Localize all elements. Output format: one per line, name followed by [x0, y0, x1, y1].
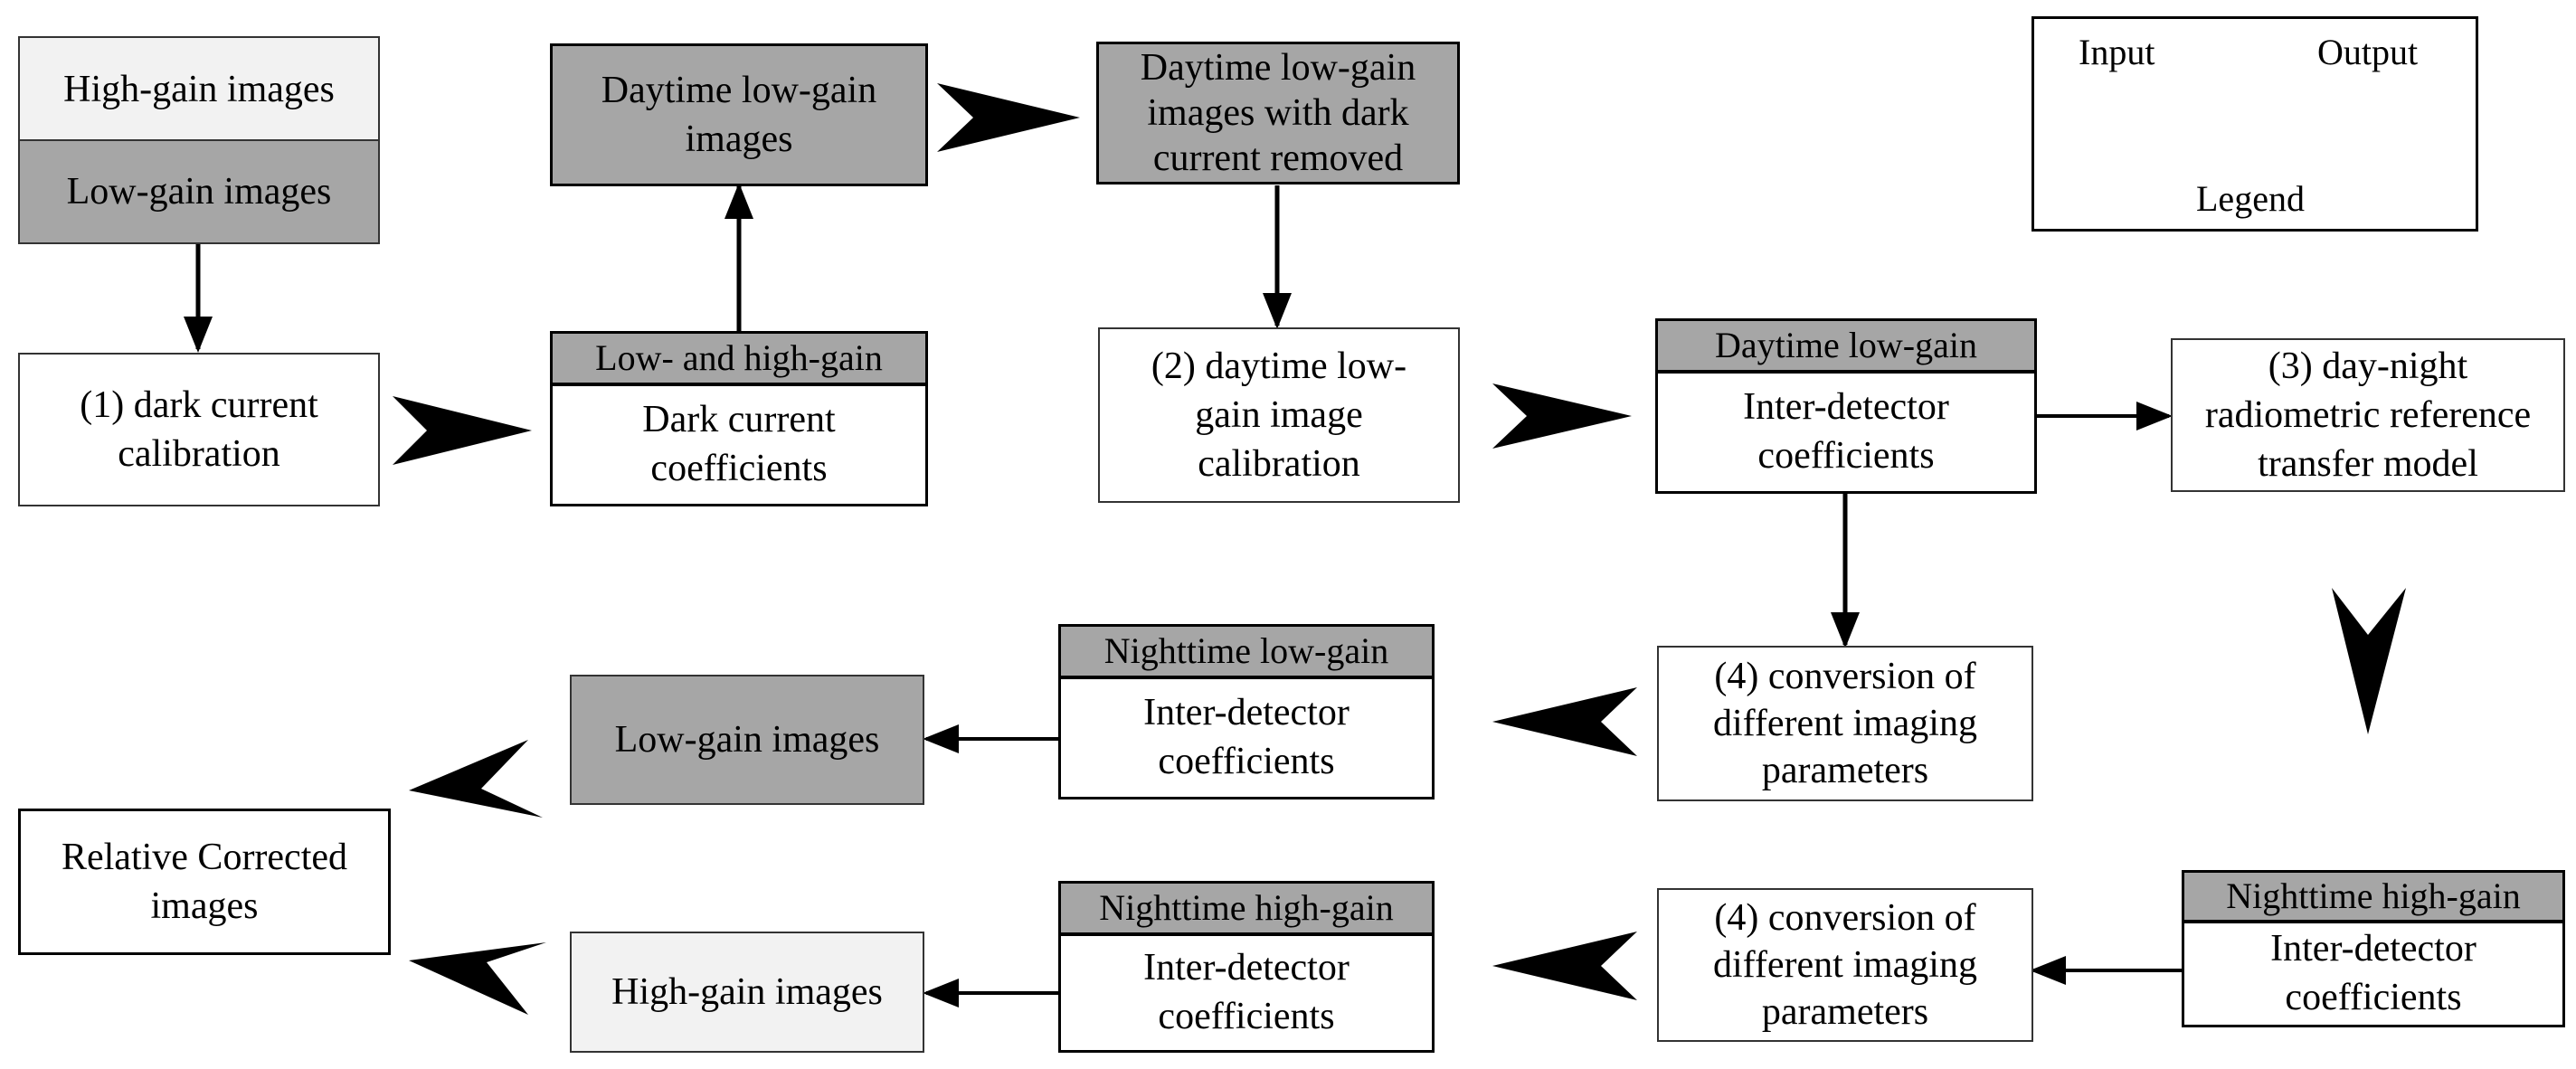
legend-input-label: Input: [2079, 32, 2155, 72]
input-low-gain-images: Low-gain images: [18, 139, 380, 244]
dark-current-coefficients: Low- and high-gain Dark current coeffici…: [550, 331, 928, 506]
daytime-low-gain-images: Daytime low-gain images: [550, 43, 928, 186]
daytime-images-dark-removed: Daytime low-gain images with dark curren…: [1096, 42, 1460, 184]
chevron-low-images-to-relative: [409, 740, 543, 818]
legend-box: [2031, 16, 2478, 232]
legend-caption: Legend: [2196, 178, 2305, 219]
step2-label: (2) daytime low-gain image calibration: [1151, 345, 1407, 485]
chevron-daytime-images-to-removed: [937, 83, 1080, 152]
night-high-right-header: Nighttime high-gain: [2184, 873, 2562, 923]
chevron-step1-to-darkcurrent: [393, 396, 532, 465]
relative-label: Relative Corrected images: [61, 837, 348, 927]
step4-high-label: (4) conversion of different imaging para…: [1713, 897, 1977, 1033]
step1-label: (1) dark current calibration: [80, 384, 318, 475]
dark-current-header: Low- and high-gain: [553, 334, 925, 386]
daytime-coeff-header: Daytime low-gain: [1658, 321, 2034, 374]
legend-output-label: Output: [2317, 32, 2419, 72]
input-high-gain-images: High-gain images: [18, 36, 380, 141]
high-gain-images-result: High-gain images: [570, 932, 924, 1053]
relative-corrected-images: Relative Corrected images: [18, 809, 391, 955]
night-low-header: Nighttime low-gain: [1061, 627, 1432, 679]
dark-current-body: Dark current coefficients: [642, 399, 836, 489]
input-low-gain-label: Low-gain images: [66, 171, 332, 213]
low-gain-result-label: Low-gain images: [614, 719, 880, 761]
step4-low-label: (4) conversion of different imaging para…: [1713, 656, 1977, 791]
nighttime-high-gain-coefficients-right: Nighttime high-gain Inter-detector coeff…: [2182, 870, 2565, 1027]
daytime-inter-detector-coefficients: Daytime low-gain Inter-detector coeffici…: [1655, 318, 2037, 494]
chevron-step4-low-to-night-low: [1492, 687, 1637, 756]
daytime-removed-label: Daytime low-gain images with dark curren…: [1140, 47, 1416, 179]
night-high-body: Inter-detector coefficients: [1143, 947, 1350, 1037]
step4-conversion-low: (4) conversion of different imaging para…: [1657, 646, 2033, 801]
daytime-coeff-body: Inter-detector coefficients: [1743, 386, 1949, 477]
input-high-gain-label: High-gain images: [63, 69, 335, 110]
chevron-step2-to-daytime-coeff: [1492, 383, 1632, 449]
chevron-step4-high-to-night-high: [1492, 932, 1637, 1000]
night-low-body: Inter-detector coefficients: [1143, 692, 1350, 782]
night-high-header: Nighttime high-gain: [1061, 884, 1432, 936]
daytime-images-label: Daytime low-gain images: [601, 70, 877, 160]
step4-conversion-high: (4) conversion of different imaging para…: [1657, 888, 2033, 1042]
step3-transfer-model: (3) day-night radiometric reference tran…: [2171, 338, 2565, 492]
chevron-high-images-to-relative: [409, 942, 546, 1015]
chevron-step3-to-night-high: [2332, 588, 2406, 734]
nighttime-low-gain-coefficients: Nighttime low-gain Inter-detector coeffi…: [1058, 624, 1435, 799]
step1-dark-current-calibration: (1) dark current calibration: [18, 353, 380, 506]
nighttime-high-gain-coefficients: Nighttime high-gain Inter-detector coeff…: [1058, 881, 1435, 1053]
step2-daytime-calibration: (2) daytime low-gain image calibration: [1098, 327, 1460, 503]
step3-label: (3) day-night radiometric reference tran…: [2204, 345, 2532, 485]
high-gain-result-label: High-gain images: [611, 971, 883, 1013]
night-high-right-body: Inter-detector coefficients: [2270, 928, 2477, 1018]
low-gain-images-result: Low-gain images: [570, 675, 924, 805]
